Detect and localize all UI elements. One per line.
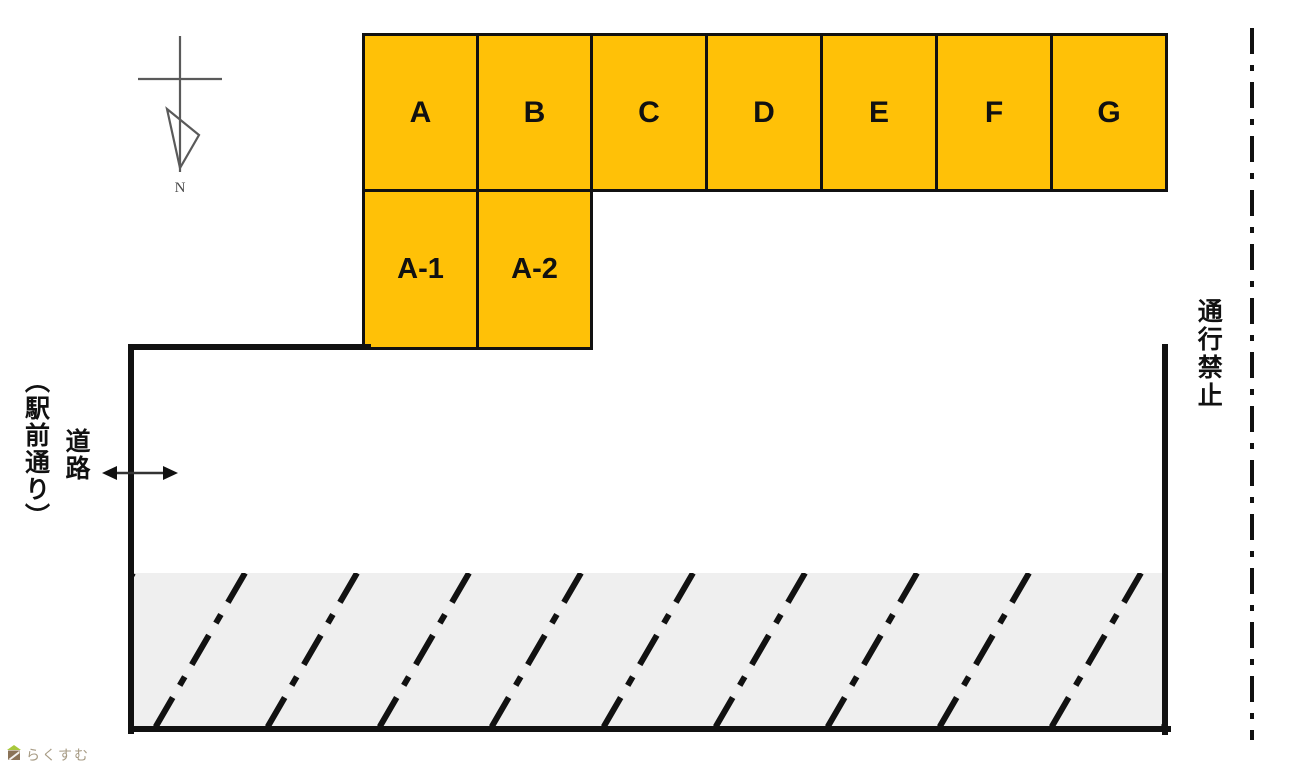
road-label-group: 道路 （駅前通り）	[18, 368, 93, 530]
lot-outline-svg	[125, 29, 1171, 735]
stall-a-1[interactable]: A-1	[362, 189, 479, 350]
lot-outline	[125, 29, 1171, 735]
road-width-double-arrow	[100, 458, 180, 488]
double-arrow-svg	[102, 466, 178, 480]
road-name-label: （駅前通り）	[21, 368, 51, 530]
house-logo-icon	[6, 744, 22, 766]
stall-e[interactable]: E	[820, 33, 938, 192]
stall-a-2[interactable]: A-2	[476, 189, 593, 350]
compass-north-icon: N	[128, 32, 232, 207]
stall-f[interactable]: F	[935, 33, 1053, 192]
stall-row-top: A B C D E F G	[362, 33, 1168, 192]
watermark-text: らくすむ	[26, 748, 90, 764]
stall-a[interactable]: A	[362, 33, 479, 192]
compass-label: N	[174, 180, 186, 196]
compass-svg	[138, 36, 222, 172]
hatch-pattern-svg	[133, 573, 1165, 728]
boundary-line-svg	[1250, 28, 1254, 740]
stall-g[interactable]: G	[1050, 33, 1168, 192]
hatched-restricted-area	[133, 573, 1165, 728]
house-logo-svg	[7, 745, 21, 760]
road-word-label: 道路	[62, 428, 91, 482]
stall-row-second: A-1 A-2	[362, 189, 593, 350]
stall-c[interactable]: C	[590, 33, 708, 192]
no-through-traffic-label: 通行禁止	[1194, 298, 1224, 410]
stall-d[interactable]: D	[705, 33, 823, 192]
watermark: らくすむ	[6, 744, 90, 766]
property-boundary-dash-dot-line	[1246, 28, 1258, 740]
stall-b[interactable]: B	[476, 33, 593, 192]
